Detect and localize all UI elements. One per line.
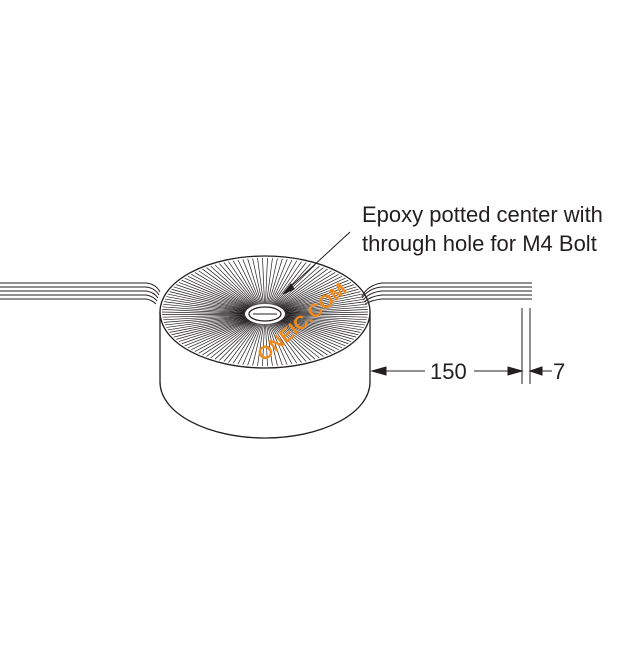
callout-text-line2: through hole for M4 Bolt <box>362 231 597 256</box>
center-hole <box>249 307 281 321</box>
lead-wires-left <box>0 283 160 304</box>
callout-text-line1: Epoxy potted center with <box>362 202 603 227</box>
arrow-right <box>508 367 522 375</box>
arrow-left <box>372 367 386 375</box>
dimension-150-label: 150 <box>430 359 467 384</box>
dimension-7 <box>530 367 552 375</box>
dimension-7-label: 7 <box>553 359 565 384</box>
lead-wires-right <box>362 283 532 304</box>
